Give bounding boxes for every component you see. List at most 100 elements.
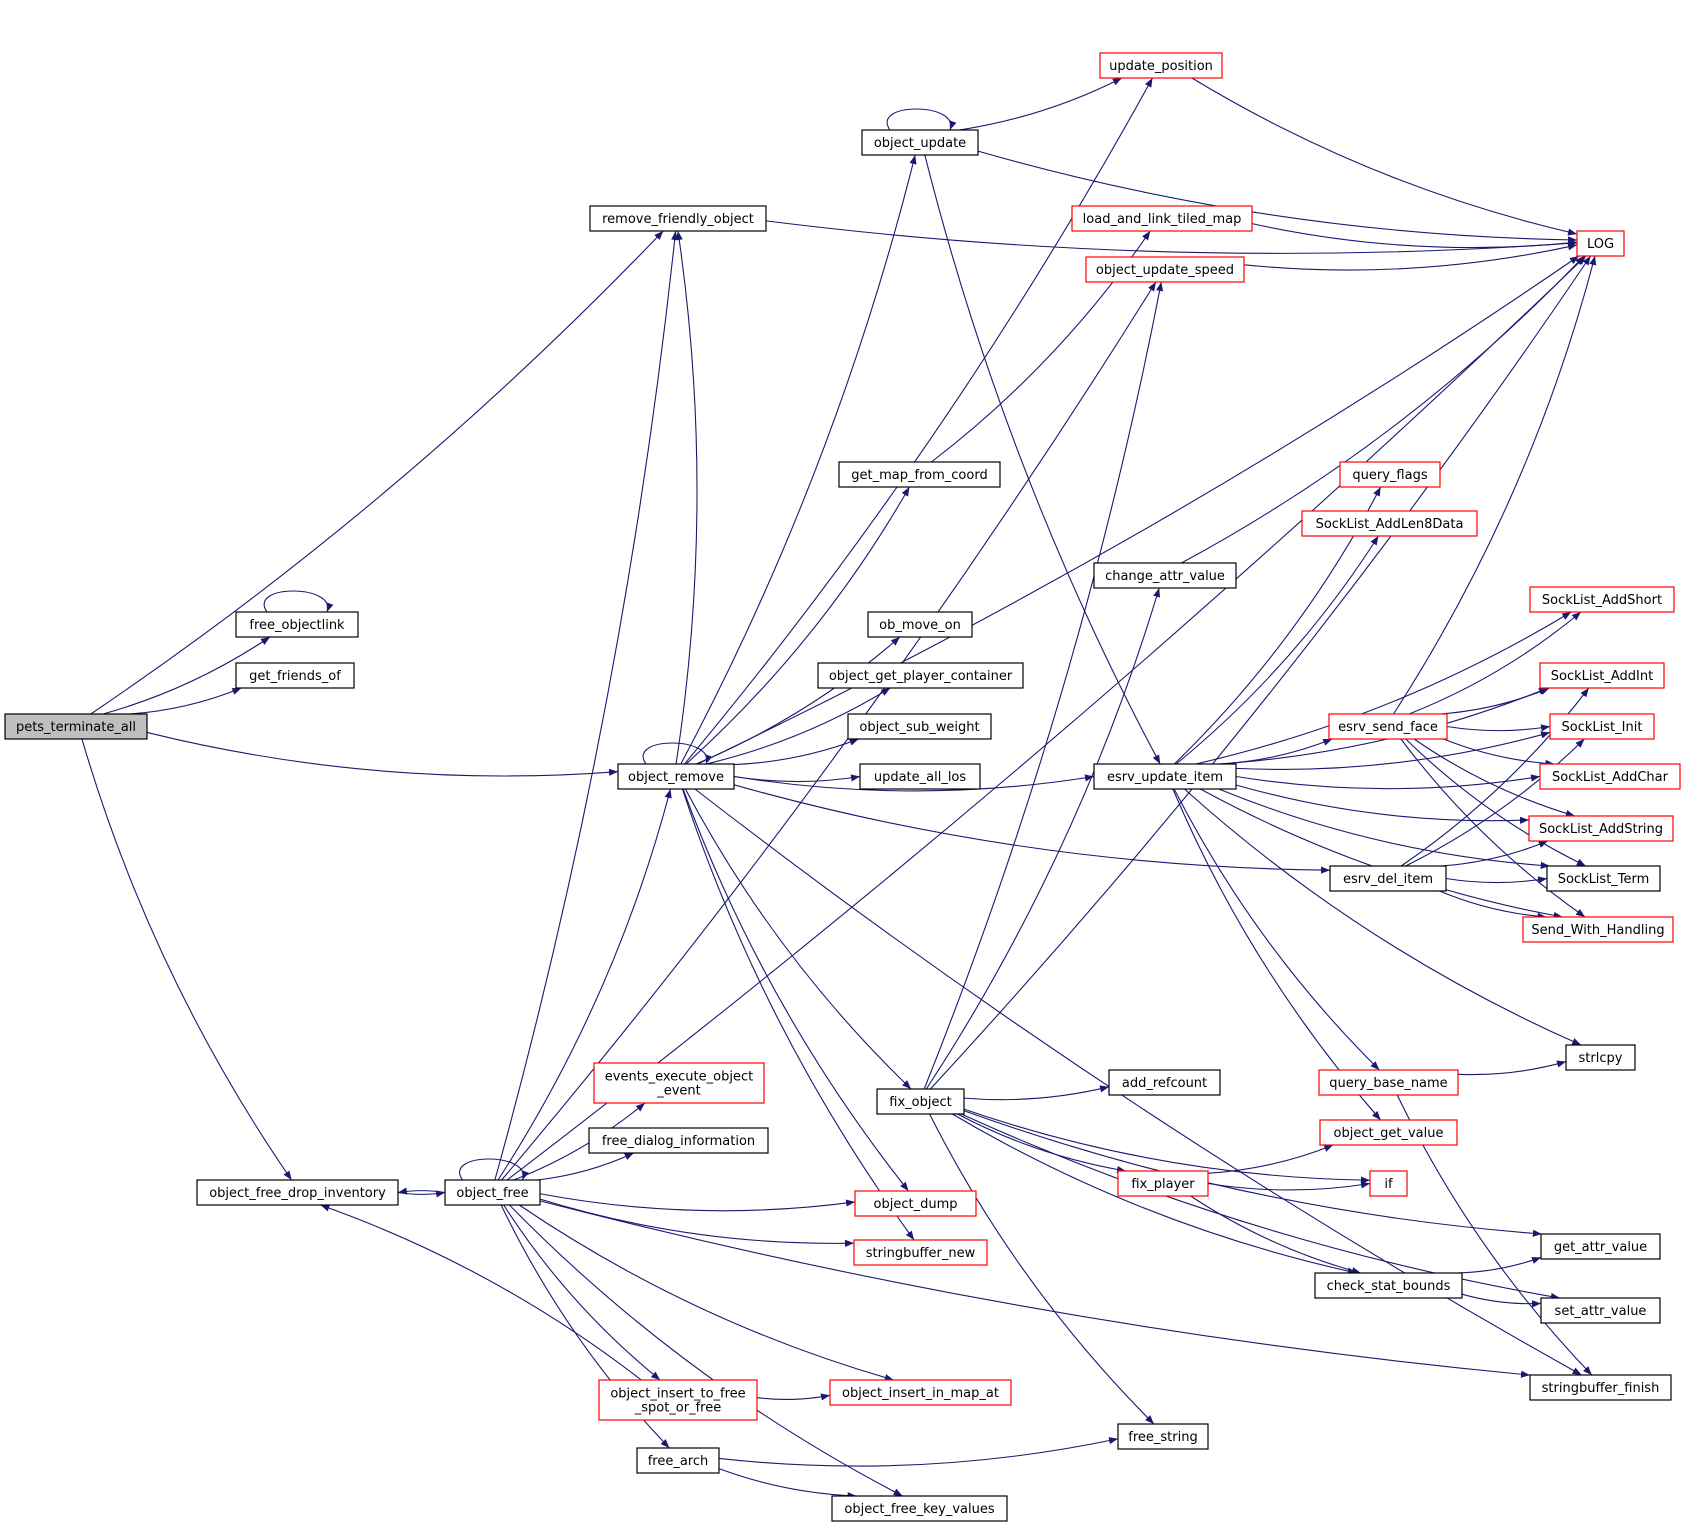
node-box bbox=[1549, 713, 1655, 740]
node-add-refcount[interactable]: add_refcount bbox=[1108, 1069, 1221, 1096]
node-box bbox=[838, 461, 1001, 488]
node-SockList-Term[interactable]: SockList_Term bbox=[1546, 865, 1661, 892]
edge-esrv_update_item-to-SockList_AddShort bbox=[1195, 611, 1572, 765]
node-box bbox=[589, 205, 767, 232]
node-label: query_base_name bbox=[1329, 1076, 1447, 1091]
node-label: events_execute_object_event bbox=[605, 1070, 753, 1099]
node-if[interactable]: if bbox=[1369, 1170, 1408, 1197]
node-ob-move-on[interactable]: ob_move_on bbox=[867, 611, 973, 638]
node-check-stat-bounds[interactable]: check_stat_bounds bbox=[1314, 1272, 1463, 1299]
node-box bbox=[617, 763, 735, 790]
edge-object_update-to-esrv_update_item bbox=[924, 154, 1161, 765]
node-SockList-AddChar[interactable]: SockList_AddChar bbox=[1539, 763, 1681, 790]
node-load-and-link-tiled-map[interactable]: load_and_link_tiled_map bbox=[1071, 205, 1253, 232]
node-SockList-AddLen8Data[interactable]: SockList_AddLen8Data bbox=[1301, 510, 1478, 537]
node-object-get-value[interactable]: object_get_value bbox=[1319, 1119, 1458, 1146]
edge-object_insert_to_free_spot_or_free-to-object_insert_in_map_at bbox=[756, 1393, 831, 1401]
edge-fix_object-to-set_attr_value bbox=[960, 1113, 1560, 1301]
node-pets-terminate-all[interactable]: pets_terminate_all bbox=[4, 713, 148, 740]
node-box bbox=[1529, 1374, 1672, 1401]
node-label: load_and_link_tiled_map bbox=[1083, 212, 1242, 227]
node-object-remove[interactable]: object_remove bbox=[617, 763, 735, 790]
node-free-dialog-information[interactable]: free_dialog_information bbox=[588, 1127, 769, 1154]
node-box bbox=[1540, 1297, 1661, 1324]
node-Send-With-Handling[interactable]: Send_With_Handling bbox=[1522, 916, 1674, 943]
node-label: object_insert_in_map_at bbox=[842, 1386, 999, 1401]
edge-esrv_del_item-to-SockList_Term bbox=[1445, 876, 1548, 884]
node-update-all-los[interactable]: update_all_los bbox=[859, 763, 981, 790]
node-esrv-del-item[interactable]: esrv_del_item bbox=[1329, 865, 1447, 892]
node-label: get_friends_of bbox=[249, 669, 341, 684]
node-SockList-AddInt[interactable]: SockList_AddInt bbox=[1539, 662, 1665, 689]
node-set-attr-value[interactable]: set_attr_value bbox=[1540, 1297, 1661, 1324]
node-object-sub-weight[interactable]: object_sub_weight bbox=[847, 713, 992, 740]
edge-pets_terminate_all-to-get_friends_of bbox=[129, 687, 242, 715]
node-box bbox=[1318, 1069, 1459, 1096]
node-stringbuffer-finish[interactable]: stringbuffer_finish bbox=[1529, 1374, 1672, 1401]
node-box bbox=[1085, 256, 1245, 283]
node-label: LOG bbox=[1587, 237, 1614, 252]
node-fix-player[interactable]: fix_player bbox=[1117, 1170, 1209, 1197]
node-change-attr-value[interactable]: change_attr_value bbox=[1093, 562, 1237, 589]
edge-esrv_del_item-to-Send_With_Handling bbox=[1439, 890, 1547, 920]
node-box bbox=[1093, 763, 1237, 790]
edge-object_free-to-object_update_speed bbox=[501, 281, 1157, 1181]
node-events-execute-object-event[interactable]: events_execute_object_event bbox=[593, 1062, 765, 1104]
node-get-map-from-coord[interactable]: get_map_from_coord bbox=[838, 461, 1001, 488]
edge-pets_terminate_all-to-free_objectlink bbox=[102, 636, 271, 715]
node-object-free[interactable]: object_free bbox=[444, 1179, 541, 1206]
node-box bbox=[1529, 586, 1675, 613]
node-free-arch[interactable]: free_arch bbox=[636, 1447, 720, 1474]
node-label: object_free_drop_inventory bbox=[209, 1186, 386, 1201]
edge-query_base_name-to-strlcpy bbox=[1457, 1060, 1567, 1076]
node-label: object_free_key_values bbox=[844, 1502, 994, 1517]
node-esrv-send-face[interactable]: esrv_send_face bbox=[1328, 713, 1448, 740]
node-box bbox=[859, 763, 981, 790]
edge-esrv_send_face-to-SockList_Term bbox=[1405, 738, 1587, 867]
node-fix-object[interactable]: fix_object bbox=[876, 1088, 965, 1115]
node-label: object_update_speed bbox=[1096, 263, 1234, 278]
node-box bbox=[1546, 865, 1661, 892]
node-stringbuffer-new[interactable]: stringbuffer_new bbox=[853, 1239, 988, 1266]
node-object-free-drop-inventory[interactable]: object_free_drop_inventory bbox=[196, 1179, 399, 1206]
node-box bbox=[1093, 562, 1237, 589]
node-LOG[interactable]: LOG bbox=[1576, 230, 1625, 257]
node-object-free-key-values[interactable]: object_free_key_values bbox=[831, 1495, 1008, 1522]
node-SockList-AddString[interactable]: SockList_AddString bbox=[1528, 815, 1674, 842]
node-SockList-Init[interactable]: SockList_Init bbox=[1549, 713, 1655, 740]
node-label: object_update bbox=[874, 136, 966, 151]
node-query-flags[interactable]: query_flags bbox=[1339, 461, 1441, 488]
node-free-objectlink[interactable]: free_objectlink bbox=[235, 611, 359, 638]
edge-object_free-to-object_remove bbox=[497, 788, 672, 1181]
node-get-attr-value[interactable]: get_attr_value bbox=[1540, 1233, 1661, 1260]
node-remove-friendly-object[interactable]: remove_friendly_object bbox=[589, 205, 767, 232]
edge-remove_friendly_object-to-LOG bbox=[765, 220, 1578, 254]
node-label: check_stat_bounds bbox=[1327, 1279, 1451, 1294]
edge-load_and_link_tiled_map-to-LOG bbox=[1251, 223, 1578, 249]
edge-object_free-to-object_free_key_values bbox=[508, 1204, 903, 1497]
node-box bbox=[1539, 763, 1681, 790]
node-SockList-AddShort[interactable]: SockList_AddShort bbox=[1529, 586, 1675, 613]
node-object-insert-in-map-at[interactable]: object_insert_in_map_at bbox=[829, 1379, 1012, 1406]
node-esrv-update-item[interactable]: esrv_update_item bbox=[1093, 763, 1237, 790]
edge-object_remove-to-object_remove bbox=[642, 742, 713, 765]
edge-object_remove-to-object_get_player_container bbox=[706, 687, 891, 765]
node-free-string[interactable]: free_string bbox=[1117, 1423, 1209, 1450]
node-box bbox=[1117, 1170, 1209, 1197]
node-object-update[interactable]: object_update bbox=[861, 129, 979, 156]
edge-fix_object-to-LOG bbox=[930, 255, 1592, 1090]
node-box bbox=[1539, 662, 1665, 689]
node-query-base-name[interactable]: query_base_name bbox=[1318, 1069, 1459, 1096]
node-label: strlcpy bbox=[1579, 1051, 1623, 1066]
node-object-dump[interactable]: object_dump bbox=[854, 1190, 977, 1217]
node-update-position[interactable]: update_position bbox=[1099, 52, 1223, 79]
node-object-update-speed[interactable]: object_update_speed bbox=[1085, 256, 1245, 283]
edge-esrv_update_item-to-SockList_Term bbox=[1218, 788, 1550, 869]
node-object-insert-to-free-spot-or-free[interactable]: object_insert_to_free_spot_or_free bbox=[598, 1379, 758, 1421]
node-box bbox=[1329, 865, 1447, 892]
node-object-get-player-container[interactable]: object_get_player_container bbox=[817, 662, 1024, 689]
edge-object_free-to-object_dump bbox=[539, 1193, 856, 1212]
node-get-friends-of[interactable]: get_friends_of bbox=[235, 662, 355, 689]
node-label: remove_friendly_object bbox=[602, 212, 754, 227]
node-strlcpy[interactable]: strlcpy bbox=[1565, 1044, 1636, 1071]
